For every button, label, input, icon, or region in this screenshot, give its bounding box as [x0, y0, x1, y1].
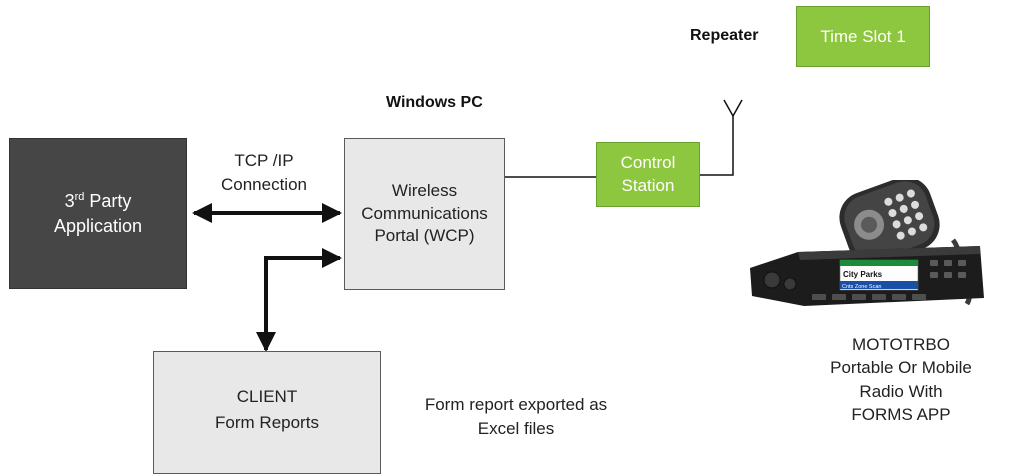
- mototrbo-caption: MOTOTRBO Portable Or Mobile Radio With F…: [830, 335, 972, 425]
- control-station-box: Control Station: [596, 142, 700, 207]
- wcp-box: Wireless Communications Portal (WCP): [344, 138, 505, 290]
- antenna-mast: [700, 116, 734, 176]
- mototrbo-radio-image: City Parks Cnts Zone Scan: [750, 180, 984, 306]
- third-party-title: 3rd Party: [64, 191, 132, 212]
- radio-screen-line-1: City Parks: [843, 270, 883, 279]
- repeater-label: Repeater: [690, 27, 759, 44]
- third-party-app-box: 3rd Party Application: [9, 138, 187, 289]
- time-slot-box: Time Slot 1: [796, 6, 930, 67]
- export-note: Form report exported as Excel files: [424, 395, 608, 438]
- radio-screen-line-2: Cnts Zone Scan: [842, 284, 881, 290]
- antenna-icon: [723, 99, 743, 118]
- time-slot-label: Time Slot 1: [820, 26, 906, 46]
- tcp-ip-label: TCP /IP Connection: [220, 151, 307, 194]
- client-wcp-arrow: [256, 248, 342, 352]
- third-party-subtitle: Application: [53, 215, 143, 236]
- client-box: CLIENT Form Reports: [153, 351, 381, 474]
- windows-pc-label: Windows PC: [386, 94, 483, 111]
